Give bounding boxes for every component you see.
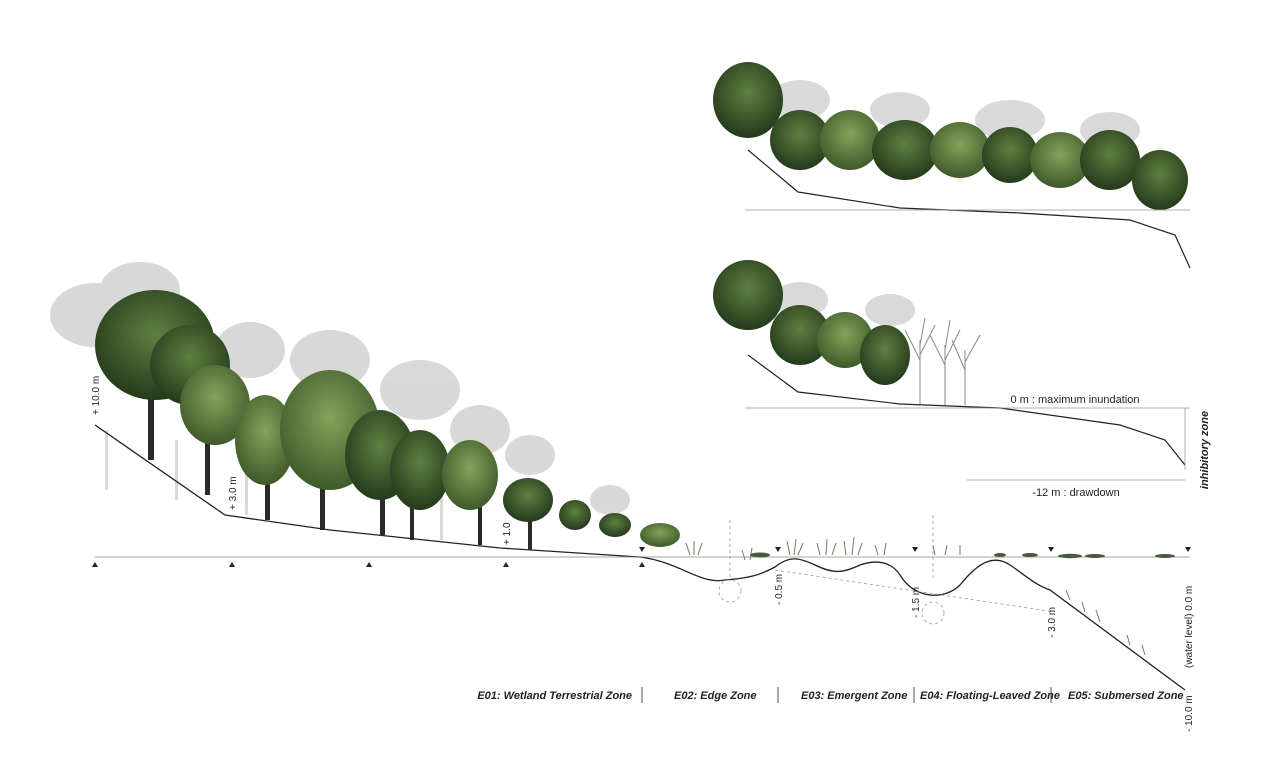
- dead-trees: [904, 317, 981, 405]
- main-section: + 10.0 m + 3.0 m + 1.0 - 0.5 m - 1.5 m -…: [50, 262, 1195, 732]
- datum-markers: [92, 547, 1191, 567]
- inset-top-ground: [747, 149, 1191, 269]
- elevation-label-minus05: - 0.5 m: [774, 574, 785, 605]
- elevation-label-minus3: - 3.0 m: [1047, 607, 1058, 638]
- elevation-label-minus15: - 1.5 m: [911, 587, 922, 618]
- water-level-label: (water level) 0.0 m: [1184, 586, 1195, 668]
- zone-label-e05: E05: Submersed Zone: [1068, 690, 1184, 702]
- elevation-label-plus10: + 10.0 m: [91, 376, 102, 415]
- zone-label-e03: E03: Emergent Zone: [801, 690, 907, 702]
- inset-middle-ground: [747, 354, 1186, 466]
- wetland-vegetation: [685, 536, 1146, 656]
- inset-top: [713, 62, 1191, 269]
- terrestrial-trees: [95, 290, 680, 550]
- elevation-label-plus3: + 3.0 m: [228, 476, 239, 510]
- zone-label-e04: E04: Floating-Leaved Zone: [920, 690, 1060, 702]
- floating-leaves: [750, 552, 1175, 559]
- guide-lines: [718, 515, 1056, 625]
- ground-profile: [94, 424, 1186, 691]
- drawdown-label: -12 m : drawdown: [1032, 487, 1119, 499]
- zone-label-e01: E01: Wetland Terrestrial Zone: [477, 690, 632, 702]
- inhibitory-zone-label: inhibitory zone: [1199, 411, 1211, 489]
- zone-labels: E01: Wetland Terrestrial Zone E02: Edge …: [477, 687, 1184, 703]
- zone-label-e02: E02: Edge Zone: [674, 690, 757, 702]
- inset-middle: 0 m : maximum inundation -12 m : drawdow…: [713, 260, 1211, 499]
- background-ghost-trees: [50, 262, 630, 540]
- elevation-label-plus1: + 1.0: [502, 522, 513, 545]
- elevation-label-minus10: - 10.0 m: [1184, 695, 1195, 732]
- max-inundation-label: 0 m : maximum inundation: [1011, 394, 1140, 406]
